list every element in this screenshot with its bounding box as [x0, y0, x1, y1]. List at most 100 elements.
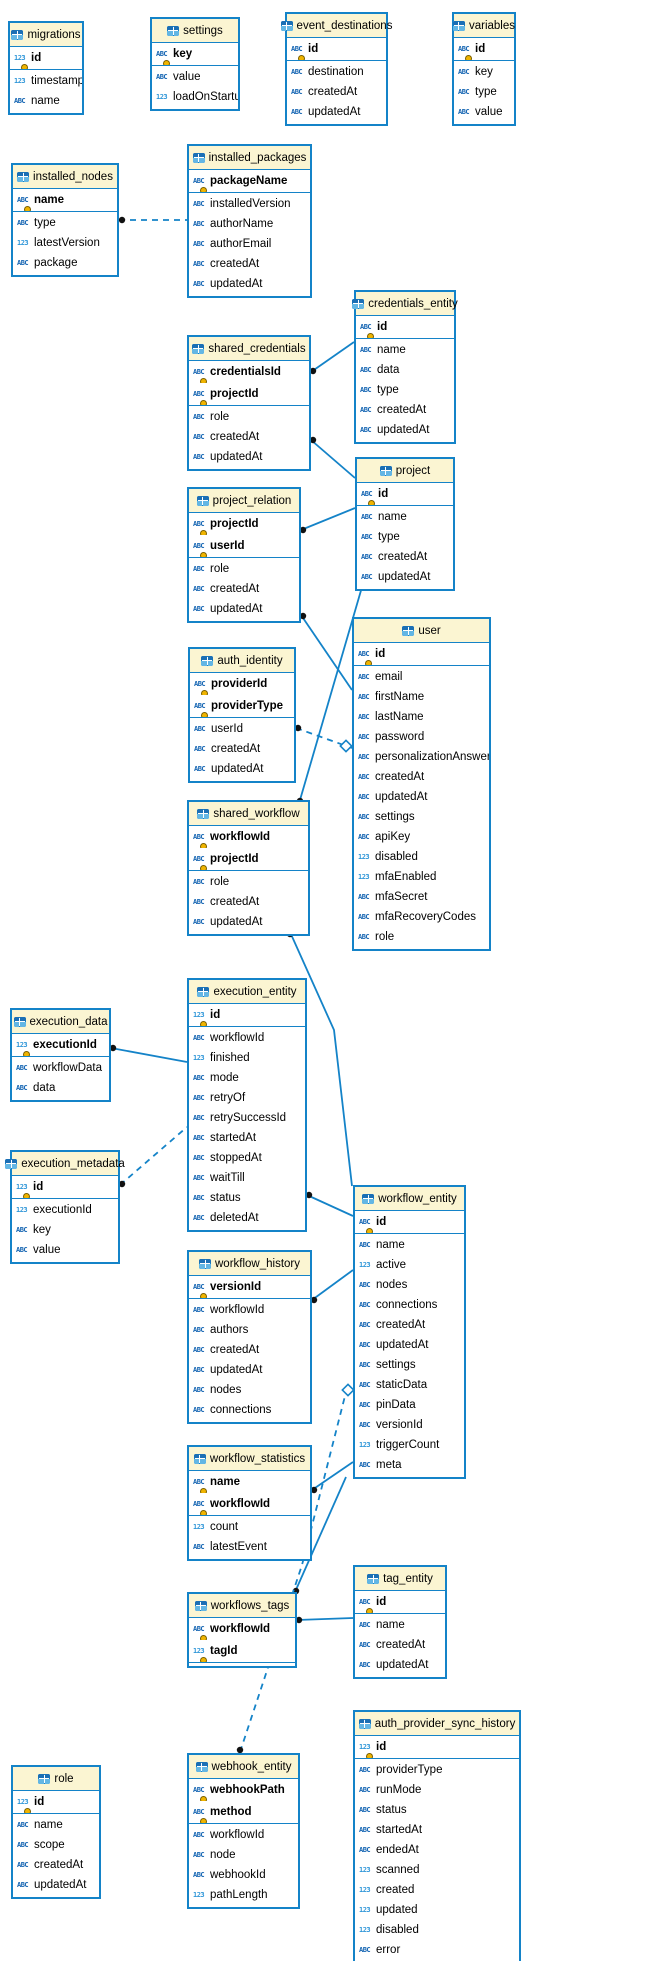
table-header[interactable]: auth_identity — [190, 649, 294, 673]
table-header[interactable]: workflows_tags — [189, 1594, 295, 1618]
column-name: settings — [375, 811, 415, 823]
string-type-icon: ABC — [359, 1661, 371, 1669]
column-name: value — [475, 106, 503, 118]
table-header[interactable]: variables — [452, 14, 515, 38]
string-type-icon-with-key: ABC — [359, 1591, 374, 1613]
table-header[interactable]: role — [13, 1767, 99, 1791]
table-header[interactable]: tag_entity — [355, 1567, 445, 1591]
table-header[interactable]: user — [354, 619, 489, 643]
column-name: workflowId — [210, 1032, 265, 1044]
string-type-icon-with-key: ABC — [156, 43, 171, 65]
column-name: type — [378, 531, 400, 543]
string-type-icon: ABC — [358, 713, 370, 721]
column-name: name — [376, 1239, 405, 1251]
string-type-icon: ABC — [193, 1543, 205, 1551]
column-name: connections — [376, 1299, 438, 1311]
table-icon — [5, 1158, 18, 1169]
table-header[interactable]: project — [357, 459, 453, 483]
table-header[interactable]: event_destinations — [280, 14, 392, 38]
columns-section: ABCvalue123loadOnStartup — [152, 66, 238, 109]
table-header[interactable]: execution_data — [12, 1010, 109, 1034]
table-header[interactable]: execution_metadata — [5, 1152, 125, 1176]
table-header[interactable]: workflow_statistics — [189, 1447, 310, 1471]
table-settings[interactable]: settingsABCkeyABCvalue123loadOnStartup — [150, 17, 240, 111]
column-name: startedAt — [210, 1132, 257, 1144]
table-header[interactable]: shared_workflow — [189, 802, 308, 826]
table-header[interactable]: project_relation — [189, 489, 299, 513]
table-icon — [358, 1718, 371, 1729]
table-icon — [379, 465, 392, 476]
relation-edge-shared_credentials-credentials_entity — [310, 341, 355, 373]
column-name: method — [210, 1806, 252, 1818]
table-header[interactable]: webhook_entity — [189, 1755, 298, 1779]
column-name: node — [210, 1849, 236, 1861]
string-type-icon: ABC — [360, 366, 372, 374]
string-type-icon: ABC — [360, 386, 372, 394]
table-header[interactable]: migrations — [10, 23, 82, 47]
table-header[interactable]: auth_provider_sync_history — [355, 1712, 519, 1736]
table-header[interactable]: execution_entity — [189, 980, 305, 1004]
string-type-icon: ABC — [17, 1861, 29, 1869]
table-header[interactable]: workflow_entity — [355, 1187, 464, 1211]
table-header[interactable]: credentials_entity — [352, 292, 458, 316]
column-name: type — [34, 217, 56, 229]
string-type-icon-with-key: ABC — [358, 643, 373, 665]
table-header[interactable]: workflow_history — [189, 1252, 310, 1276]
table-header[interactable]: installed_packages — [189, 146, 310, 170]
table-header[interactable]: installed_nodes — [13, 165, 117, 189]
column-name: createdAt — [210, 431, 260, 443]
relation-edge-auth_identity-user — [295, 727, 353, 749]
table-header[interactable]: shared_credentials — [189, 337, 309, 361]
table-header[interactable]: settings — [152, 19, 238, 43]
numeric-type-icon-with-key: 123 — [193, 1004, 208, 1026]
